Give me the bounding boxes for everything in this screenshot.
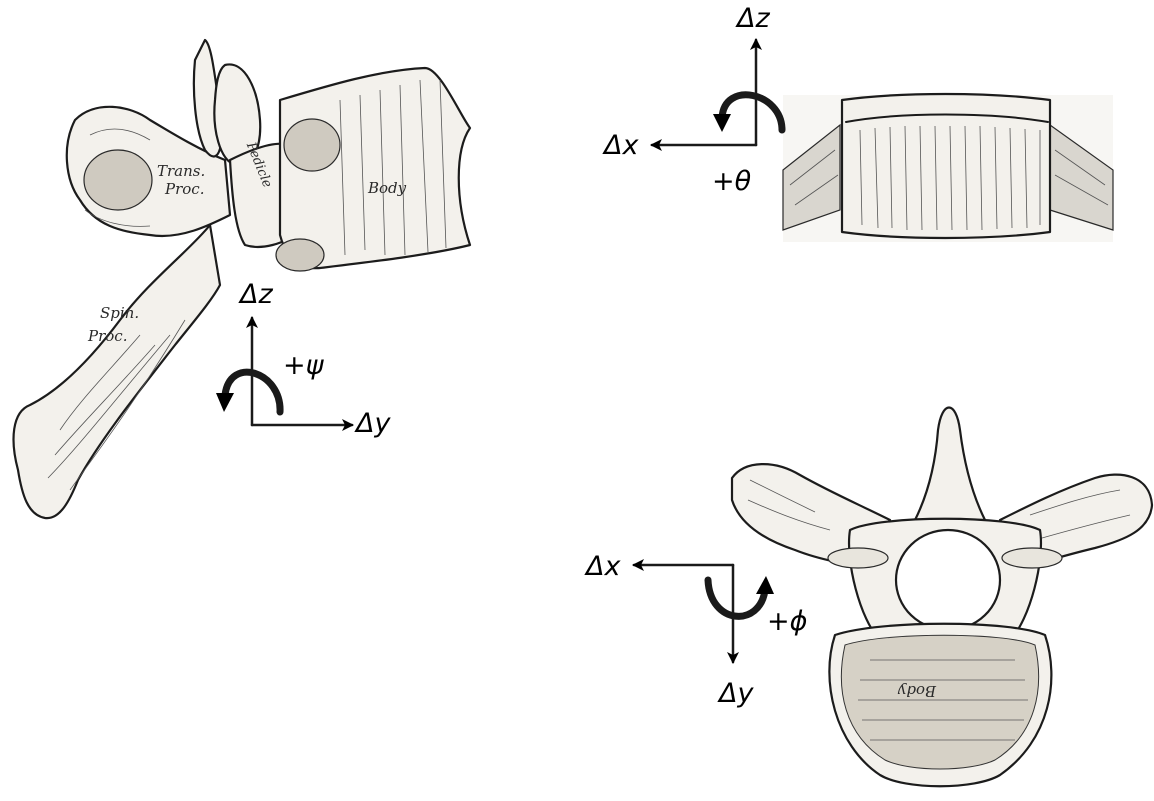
axial-rotation-arrowhead: [756, 576, 774, 594]
spin-proc-label-2: Proc.: [87, 327, 127, 345]
body-label-axial: Body: [897, 682, 937, 700]
lateral-y-label: Δy: [354, 408, 391, 439]
trans-proc-label-2: Proc.: [164, 180, 204, 198]
axial-x-label: Δx: [584, 551, 621, 582]
frontal-rotation-label: +θ: [712, 166, 751, 197]
frontal-z-label: Δz: [735, 3, 770, 34]
axial-vertebra-illustration: Body: [732, 408, 1152, 787]
frontal-vertebra-illustration: [783, 94, 1113, 242]
vertebral-foramen: [896, 530, 1000, 630]
lateral-z-label: Δz: [238, 279, 273, 310]
frontal-axes: Δz Δx +θ: [602, 3, 782, 197]
lateral-rotation-arrowhead: [216, 393, 234, 412]
axial-axes: Δx Δy +ϕ: [584, 551, 807, 709]
body-label-lateral: Body: [367, 179, 407, 197]
lateral-axes: Δz Δy +ψ: [216, 279, 391, 439]
axial-rotation-arrow: [708, 580, 765, 616]
frontal-rotation-arrowhead: [713, 114, 731, 132]
frontal-rotation-arrow: [722, 95, 782, 130]
spin-proc-label-1: Spin.: [100, 304, 139, 322]
frontal-x-label: Δx: [602, 130, 639, 161]
trans-proc-label-1: Trans.: [157, 162, 205, 180]
axial-y-label: Δy: [717, 678, 754, 709]
lateral-rotation-label: +ψ: [283, 350, 325, 381]
axial-rotation-label: +ϕ: [767, 606, 807, 637]
